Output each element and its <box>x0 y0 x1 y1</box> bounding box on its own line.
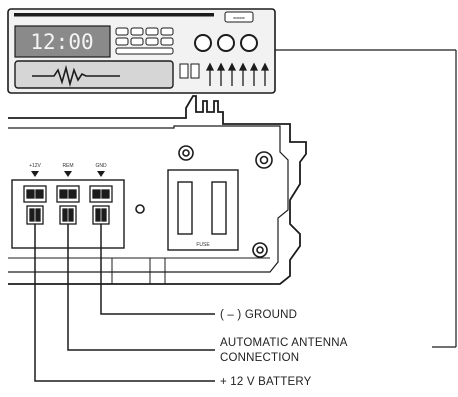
mode-bar-button[interactable] <box>115 47 174 55</box>
lcd-clock-readout: 12:00 <box>30 30 93 54</box>
aux-button[interactable] <box>190 63 200 79</box>
head-unit-badge <box>224 11 254 23</box>
antenna-label-line1: AUTOMATIC ANTENNA <box>220 337 348 349</box>
equalizer-sliders <box>205 62 270 86</box>
terminal-arrows <box>31 171 105 177</box>
fuse-label: FUSE <box>196 242 210 248</box>
aux-button[interactable] <box>179 63 189 79</box>
terminal-label-plus12v: +12V <box>29 163 41 169</box>
preset-button[interactable] <box>130 27 144 36</box>
preset-button[interactable] <box>130 37 144 46</box>
antenna-label-line2: CONNECTION <box>220 352 299 364</box>
preset-button[interactable] <box>115 27 129 36</box>
aux-buttons <box>179 63 200 79</box>
ground-label: ( – ) GROUND <box>220 309 297 321</box>
ground-wire <box>100 224 215 315</box>
control-knobs <box>194 34 258 52</box>
knob-icon[interactable] <box>240 34 258 52</box>
knob-icon[interactable] <box>194 34 212 52</box>
lcd-display <box>14 25 111 58</box>
preset-button[interactable] <box>115 37 129 46</box>
waveform-icon <box>32 64 120 88</box>
terminal-plus12v <box>23 185 47 225</box>
amplifier-inner-plate <box>8 125 289 273</box>
battery-label: + 12 V BATTERY <box>220 376 312 388</box>
amplifier: FUSE +12V REM GND <box>8 95 307 285</box>
battery-wire <box>34 224 215 382</box>
terminal-label-gnd: GND <box>95 163 107 169</box>
arrow-down-icon <box>64 171 72 177</box>
preset-buttons <box>115 27 174 55</box>
fuse-holder <box>167 169 239 251</box>
knob-icon[interactable] <box>217 34 235 52</box>
preset-button[interactable] <box>145 27 159 36</box>
preset-button[interactable] <box>160 37 174 46</box>
callout-labels: ( – ) GROUND AUTOMATIC ANTENNA CONNECTIO… <box>220 309 348 388</box>
mounting-holes <box>135 145 273 258</box>
head-unit-badge-text: ==== <box>233 16 245 22</box>
arrow-down-icon <box>31 171 39 177</box>
fuse-blade <box>177 181 193 235</box>
top-slot <box>14 13 214 17</box>
head-unit-lead <box>275 49 457 348</box>
terminal-rem <box>56 185 80 225</box>
terminals <box>23 185 113 225</box>
terminal-label-rem: REM <box>62 163 73 169</box>
preset-button[interactable] <box>145 37 159 46</box>
wires <box>34 224 215 382</box>
antenna-wire <box>67 224 215 351</box>
terminal-gnd <box>89 185 113 225</box>
screw-icon <box>135 204 145 214</box>
preset-button[interactable] <box>160 27 174 36</box>
head-unit: ==== 12:00 <box>7 8 276 94</box>
fuse-blade <box>211 181 227 235</box>
waveform-window <box>14 60 174 89</box>
arrow-down-icon <box>97 171 105 177</box>
